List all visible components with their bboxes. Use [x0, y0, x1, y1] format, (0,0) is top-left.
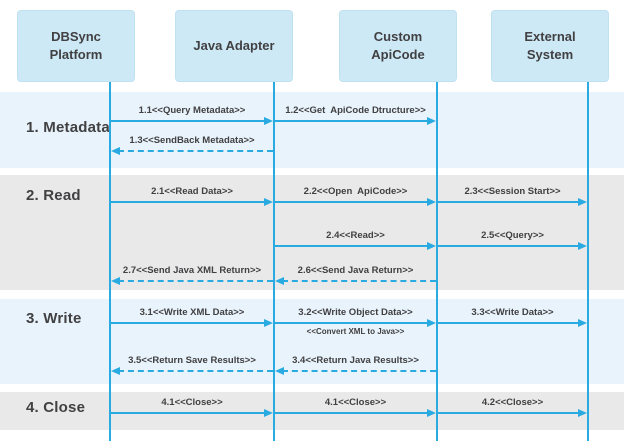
arrow-line: [275, 245, 429, 247]
arrow-line: [438, 201, 580, 203]
message-label: 4.1<<Close>>: [161, 397, 223, 408]
phase-label-close: 4. Close: [26, 399, 86, 416]
arrow-line: [118, 150, 273, 152]
arrow-left-icon: [111, 367, 120, 375]
phase-band-read: [0, 175, 624, 290]
message-2-4: 2.4<<Read>>: [275, 229, 436, 250]
message-label: 2.2<<Open ApiCode>>: [303, 186, 408, 197]
actor-dbsync-platform: DBSync Platform: [17, 10, 135, 82]
arrow-line: [111, 322, 266, 324]
arrow-right-icon: [264, 198, 273, 206]
arrow-left-icon: [111, 277, 120, 285]
arrow-left-icon: [111, 147, 120, 155]
arrow-line: [275, 201, 429, 203]
message-label: 2.5<<Query>>: [481, 230, 544, 241]
message-2-6: 2.6<<Send Java Return>>: [275, 264, 436, 285]
convert-note: <<Convert XML to Java>>: [306, 327, 405, 336]
message-4-2: 4.2<<Close>>: [438, 396, 587, 417]
arrow-line: [438, 412, 580, 414]
lifeline-custom-apicode: [436, 80, 438, 441]
message-2-3: 2.3<<Session Start>>: [438, 185, 587, 206]
arrow-right-icon: [427, 242, 436, 250]
message-label: 3.3<<Write Data>>: [471, 307, 554, 318]
message-label: 3.2<<Write Object Data>>: [298, 307, 413, 318]
arrow-right-icon: [427, 198, 436, 206]
message-label: 1.2<<Get ApiCode Dtructure>>: [285, 105, 426, 116]
actor-java-adapter: Java Adapter: [175, 10, 293, 82]
message-label: 2.6<<Send Java Return>>: [297, 265, 414, 276]
message-1-2: 1.2<<Get ApiCode Dtructure>>: [275, 104, 436, 125]
message-2-7: 2.7<<Send Java XML Return>>: [111, 264, 273, 285]
message-label: 2.7<<Send Java XML Return>>: [122, 265, 262, 276]
arrow-line: [275, 412, 429, 414]
message-3-5: 3.5<<Return Save Results>>: [111, 354, 273, 375]
arrow-left-icon: [275, 367, 284, 375]
message-label: 3.5<<Return Save Results>>: [128, 355, 256, 366]
arrow-line: [118, 280, 273, 282]
arrow-right-icon: [427, 117, 436, 125]
arrow-right-icon: [578, 242, 587, 250]
lifeline-dbsync-platform: [109, 80, 111, 441]
arrow-line: [111, 201, 266, 203]
actor-label: DBSync Platform: [49, 29, 103, 62]
message-label: 3.1<<Write XML Data>>: [139, 307, 245, 318]
message-label: 2.4<<Read>>: [326, 230, 385, 241]
message-2-1: 2.1<<Read Data>>: [111, 185, 273, 206]
actor-external-system: External System: [491, 10, 609, 82]
phase-band-metadata: [0, 92, 624, 168]
arrow-right-icon: [427, 409, 436, 417]
message-4-1b: 4.1<<Close>>: [275, 396, 436, 417]
actor-label: Java Adapter: [193, 38, 275, 54]
arrow-right-icon: [578, 409, 587, 417]
phase-band-write: [0, 299, 624, 384]
arrow-line: [111, 120, 266, 122]
message-label: 1.3<<SendBack Metadata>>: [129, 135, 255, 146]
lifeline-java-adapter: [273, 80, 275, 441]
arrow-line: [438, 322, 580, 324]
phase-band-close: [0, 392, 624, 430]
arrow-left-icon: [275, 277, 284, 285]
arrow-right-icon: [578, 198, 587, 206]
message-label: 4.1<<Close>>: [324, 397, 387, 408]
message-label: 4.2<<Close>>: [481, 397, 544, 408]
arrow-line: [438, 245, 580, 247]
arrow-right-icon: [427, 319, 436, 327]
arrow-line: [275, 322, 429, 324]
message-1-3: 1.3<<SendBack Metadata>>: [111, 134, 273, 155]
actor-label: Custom ApiCode: [371, 29, 425, 62]
actor-custom-apicode: Custom ApiCode: [339, 10, 457, 82]
message-3-4: 3.4<<Return Java Results>>: [275, 354, 436, 375]
message-2-2: 2.2<<Open ApiCode>>: [275, 185, 436, 206]
message-4-1: 4.1<<Close>>: [111, 396, 273, 417]
message-label: 3.4<<Return Java Results>>: [292, 355, 419, 366]
message-3-1: 3.1<<Write XML Data>>: [111, 306, 273, 327]
message-label: 2.1<<Read Data>>: [151, 186, 233, 197]
phase-label-write: 3. Write: [26, 310, 82, 327]
arrow-right-icon: [264, 319, 273, 327]
arrow-right-icon: [264, 409, 273, 417]
phase-label-metadata: 1. Metadata: [26, 119, 110, 136]
message-3-3: 3.3<<Write Data>>: [438, 306, 587, 327]
arrow-line: [118, 370, 273, 372]
arrow-line: [282, 280, 436, 282]
message-3-2: 3.2<<Write Object Data>>: [275, 306, 436, 327]
arrow-line: [111, 412, 266, 414]
phase-label-read: 2. Read: [26, 187, 81, 204]
message-1-1: 1.1<<Query Metadata>>: [111, 104, 273, 125]
arrow-line: [282, 370, 436, 372]
arrow-right-icon: [264, 117, 273, 125]
message-label: 1.1<<Query Metadata>>: [138, 105, 246, 116]
arrow-right-icon: [578, 319, 587, 327]
message-2-5: 2.5<<Query>>: [438, 229, 587, 250]
lifeline-external-system: [587, 80, 589, 441]
arrow-line: [275, 120, 429, 122]
message-label: 2.3<<Session Start>>: [464, 186, 561, 197]
actor-label: External System: [524, 29, 576, 62]
